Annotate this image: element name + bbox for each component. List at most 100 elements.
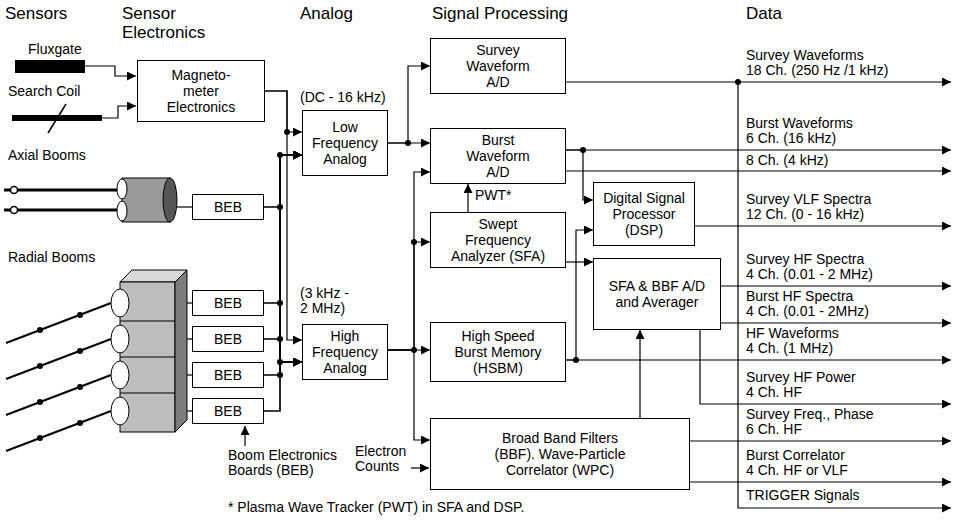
output-line: [566, 81, 951, 82]
data-product-label: HF Waveforms: [746, 326, 839, 341]
boom-port: [111, 397, 129, 425]
signal-connector: [264, 155, 302, 375]
data-product-label: TRIGGER Signals: [746, 488, 860, 503]
process-box: Swept Frequency Analyzer (SFA): [430, 212, 566, 268]
signal-connector: [264, 207, 302, 362]
data-product-label: 12 Ch. (0 - 16 kHz): [746, 207, 864, 222]
electronics-board-box: BEB: [192, 194, 264, 220]
process-box: Digital Signal Processor (DSP): [593, 182, 695, 246]
output-line: [566, 170, 951, 171]
boom-housing-end: [163, 178, 177, 222]
electronics-board-box: BEB: [192, 398, 264, 424]
box-text: Swept Frequency Analyzer (SFA): [448, 216, 548, 264]
boom-sensor: [77, 348, 83, 354]
trigger-bus: [738, 82, 951, 508]
data-product-label: Burst Waveforms: [746, 116, 853, 131]
signal-connector: [388, 350, 430, 440]
output-line: [721, 322, 951, 323]
box-text: Broad Band Filters (BBF). Wave-Particle …: [485, 430, 635, 478]
box-text: BEB: [214, 199, 242, 215]
box-text: BEB: [214, 295, 242, 311]
boom-sensor: [37, 435, 43, 441]
data-product-label: Survey HF Spectra: [746, 252, 864, 267]
boom-sensor: [77, 420, 83, 426]
callout-text: Boom Electronics Boards (BEB): [228, 448, 353, 478]
box-text: BEB: [214, 367, 242, 383]
boom-sensor: [37, 363, 43, 369]
boom-port: [111, 289, 129, 317]
data-product-label: 4 Ch. (0.01 - 2 MHz): [746, 267, 873, 282]
data-product-label: 4 Ch. HF or VLF: [746, 463, 848, 478]
data-product-label: 8 Ch. (4 kHz): [746, 153, 828, 168]
box-text: High Frequency Analog: [306, 328, 384, 376]
boom-port: [117, 201, 127, 221]
axial-boom: [4, 189, 124, 192]
electronics-board-box: BEB: [192, 362, 264, 388]
frequency-range: (DC - 16 kHz): [300, 90, 386, 105]
search-coil-slash: [48, 104, 66, 133]
output-line: [700, 330, 951, 404]
signal-connector: [264, 155, 302, 303]
fluxgate-sensor: [15, 60, 85, 73]
signal-connector: [264, 303, 302, 362]
data-product-label: 18 Ch. (250 Hz /1 kHz): [746, 63, 888, 78]
process-box: Survey Waveform A/D: [430, 38, 566, 94]
sensor-label: Axial Booms: [8, 148, 86, 163]
sensor-wire: [85, 66, 136, 76]
signal-label: PWT*: [475, 188, 512, 203]
frequency-range: (3 kHz - 2 MHz): [300, 286, 354, 316]
signal-connector: [388, 142, 430, 143]
signal-connector: [388, 66, 430, 143]
output-line: [721, 285, 951, 286]
radial-boom: [6, 339, 111, 379]
sensor-label: Search Coil: [8, 84, 80, 99]
output-line: [690, 440, 951, 441]
box-text: High Speed Burst Memory (HSBM): [448, 328, 548, 376]
boom-port: [117, 179, 127, 199]
data-product-label: Survey Freq., Phase: [746, 407, 874, 422]
signal-connector: [264, 155, 302, 411]
footnote: * Plasma Wave Tracker (PWT) in SFA and D…: [228, 500, 524, 515]
column-heading: Signal Processing: [432, 4, 568, 23]
process-box: High Speed Burst Memory (HSBM): [430, 322, 566, 382]
column-heading: Sensors: [5, 4, 67, 23]
signal-connector: [467, 184, 468, 212]
electronics-board-box: BEB: [192, 326, 264, 352]
boom-sensor: [37, 327, 43, 333]
signal-connector: [566, 261, 593, 262]
output-line: [566, 359, 951, 360]
data-product-label: Survey VLF Spectra: [746, 192, 871, 207]
box-text: SFA & BBF A/D and Averager: [597, 278, 717, 310]
boom-sensor: [77, 384, 83, 390]
box-text: Burst Waveform A/D: [457, 132, 539, 180]
data-product-label: 4 Ch. (0.01 - 2MHz): [746, 304, 869, 319]
data-product-label: Burst HF Spectra: [746, 289, 853, 304]
data-product-label: 6 Ch. HF: [746, 422, 802, 437]
column-heading: Analog: [300, 4, 353, 23]
output-line: [690, 481, 951, 482]
process-box: Broad Band Filters (BBF). Wave-Particle …: [430, 418, 690, 490]
leader-arrow: [244, 426, 245, 446]
process-box: High Frequency Analog: [302, 324, 388, 380]
sensor-label: Fluxgate: [28, 42, 82, 57]
input-arrow: [411, 467, 429, 468]
box-text: BEB: [214, 403, 242, 419]
radial-housing-side: [175, 270, 187, 432]
box-text: Survey Waveform A/D: [457, 42, 539, 90]
signal-connector: [566, 230, 593, 360]
radial-boom: [6, 375, 111, 415]
data-product-label: 4 Ch. HF: [746, 385, 802, 400]
boom-wire: [177, 206, 192, 207]
signal-connector: [639, 330, 640, 418]
output-line: [566, 149, 951, 150]
radial-boom: [6, 303, 111, 343]
boom-sensor: [11, 187, 18, 194]
signal-connector: [264, 155, 302, 339]
sensor-wire: [102, 106, 136, 118]
boom-port: [111, 325, 129, 353]
box-text: Magneto- meter Electronics: [161, 67, 241, 115]
box-text: Low Frequency Analog: [306, 119, 384, 167]
process-box: Low Frequency Analog: [302, 110, 388, 176]
radial-boom: [6, 411, 111, 451]
electronics-box: Magneto- meter Electronics: [137, 60, 265, 122]
